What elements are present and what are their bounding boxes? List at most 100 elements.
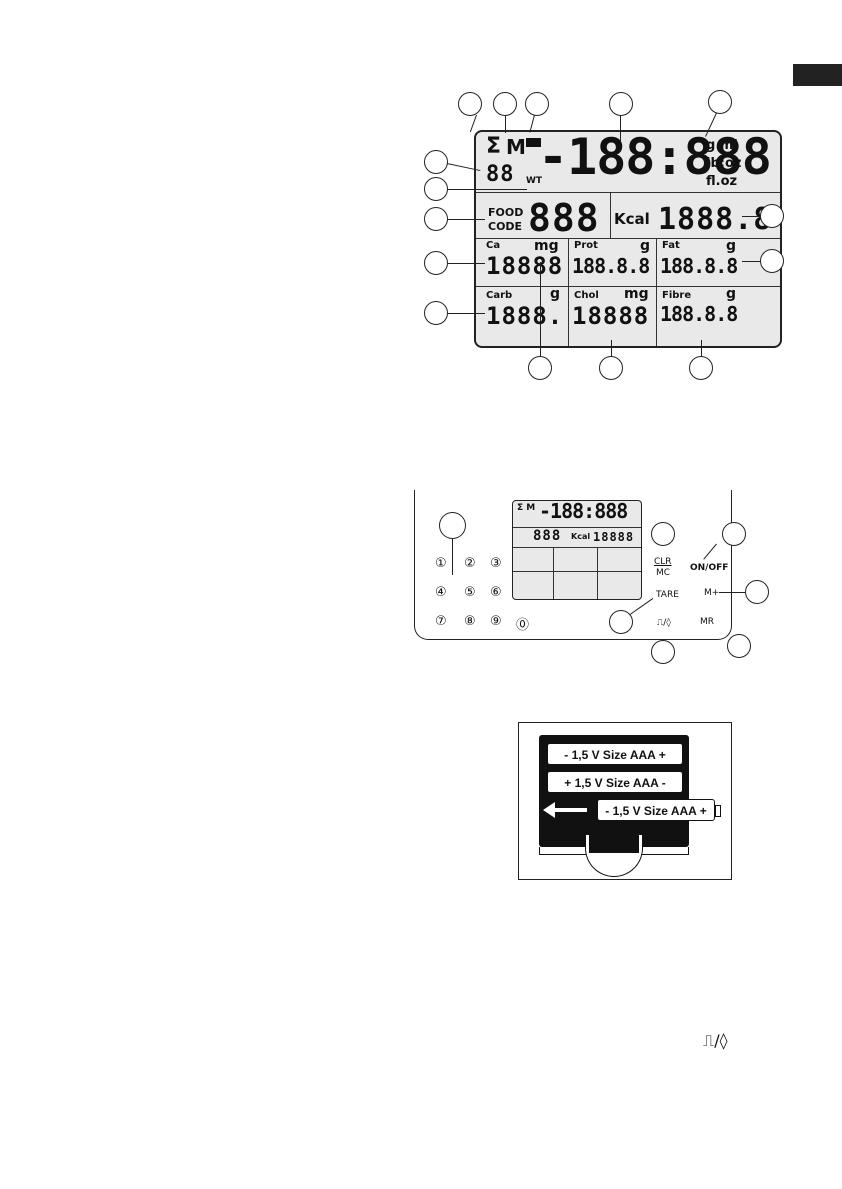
callout-fat [760,249,784,273]
lcd-divider-col-1 [568,238,569,346]
wt-label: WT [526,176,542,186]
chol-unit: mg [624,286,649,302]
mini-divider-3 [513,571,641,572]
leader-food [447,219,485,220]
mini-divider-2 [513,547,641,548]
unit-lboz: lb:oz [706,156,741,171]
battery-diagram: - 1,5 V Size AAA + + 1,5 V Size AAA - - … [518,722,732,880]
key-6[interactable]: ⑥ [490,585,502,600]
key-5[interactable]: ⑤ [464,585,476,600]
prot-digits: 188.8.8 [572,254,649,278]
memory-symbol: M [506,135,526,159]
battery-cell-1: - 1,5 V Size AAA + [547,743,683,765]
callout-fibre [689,356,713,380]
callout-keypad [439,512,466,539]
callout-ca [424,251,448,275]
food-code-label-1: FOOD [488,206,523,219]
carb-unit: g [550,286,560,302]
key-8[interactable]: ⑧ [464,614,476,629]
food-code-digits: 888 [528,196,600,240]
callout-on-off [722,522,746,546]
fat-unit: g [726,238,736,254]
footer-mode-symbol: ⎍/◊ [703,1031,728,1051]
leader-fibre [701,340,702,357]
leader-fat [742,261,761,262]
small-digits: 88 [486,162,515,187]
leader-wt [447,189,527,190]
battery-cell-3: - 1,5 V Size AAA + [597,799,715,821]
mini-col-2 [597,547,598,599]
key-0[interactable]: ⓪ [516,614,529,633]
mini-lcd-display: Σ M -188:888 888 Kcal 18888 [512,500,642,600]
leader-keypad [452,539,453,575]
mini-weight-digits: -188:888 [539,499,627,523]
sigma-symbol: Σ [486,134,501,159]
mini-kcal-digits: 18888 [593,530,634,544]
insert-arrow-icon [553,808,587,812]
fibre-digits: 188.8.8 [660,302,737,326]
key-3[interactable]: ③ [490,556,502,571]
kcal-digits: 1888.8 [658,202,772,237]
key-4[interactable]: ④ [435,585,447,600]
leader-carb [447,313,485,314]
prot-unit: g [640,238,650,254]
mode-button[interactable]: ⎍/◊ [657,618,671,628]
lcd-divider-col-2 [656,238,657,346]
callout-chol [599,356,623,380]
mini-sigma: Σ M [517,503,535,513]
fibre-label: Fibre [662,290,691,301]
callout-wt [424,177,448,201]
callout-units [708,90,732,114]
m-plus-button[interactable]: M+ [704,588,719,598]
notch-cover [589,835,639,853]
leader-ca [447,263,485,264]
lcd-divider-kcal [610,192,611,238]
callout-clr [651,522,675,546]
leader-weight [620,115,621,141]
leader-kcal [742,216,761,217]
mini-col-1 [553,547,554,599]
unit-floz: fl.oz [706,174,737,189]
callout-sigma [458,92,482,116]
clr-button-top[interactable]: CLR [654,557,672,567]
ca-digits: 18888 [486,252,563,280]
mr-button[interactable]: MR [700,617,714,627]
leader-prot [540,262,541,357]
callout-food-code [424,207,448,231]
main-lcd-display: Σ M -188:888 g ml lb:oz fl.oz 88 WT FOOD… [474,130,782,348]
leader-chol [611,340,612,357]
on-off-button[interactable]: ON/OFF [690,563,728,573]
chol-label: Chol [574,290,599,301]
unit-gml: g ml [706,138,738,153]
insert-arrowhead-icon [543,802,555,818]
mini-kcal-label: Kcal [571,532,590,541]
lcd-divider-1 [476,192,780,193]
key-7[interactable]: ⑦ [435,614,447,629]
callout-kcal [760,204,784,228]
callout-carb [424,301,448,325]
tare-button[interactable]: TARE [656,590,679,600]
callout-prot [528,356,552,380]
key-1[interactable]: ① [435,556,447,571]
callout-small-digits [424,150,448,174]
mini-food-digits: 888 [533,528,561,544]
fat-label: Fat [662,240,680,251]
callout-m-plus [745,580,769,604]
battery-tab [715,805,721,817]
fibre-unit: g [726,286,736,302]
language-tab [793,64,842,86]
chol-digits: 18888 [572,302,649,330]
mc-button-label[interactable]: MC [656,568,670,578]
fat-digits: 188.8.8 [660,254,737,278]
callout-battery [525,92,549,116]
key-9[interactable]: ⑨ [490,614,502,629]
callout-weight [609,92,633,116]
key-2[interactable]: ② [464,556,476,571]
callout-mode [651,640,675,664]
battery-cell-2: + 1,5 V Size AAA - [547,771,683,793]
leader-sigma [470,115,477,132]
callout-memory [493,92,517,116]
carb-label: Carb [486,290,512,301]
carb-digits: 1888. [486,302,563,330]
leader-m-plus [719,592,745,593]
